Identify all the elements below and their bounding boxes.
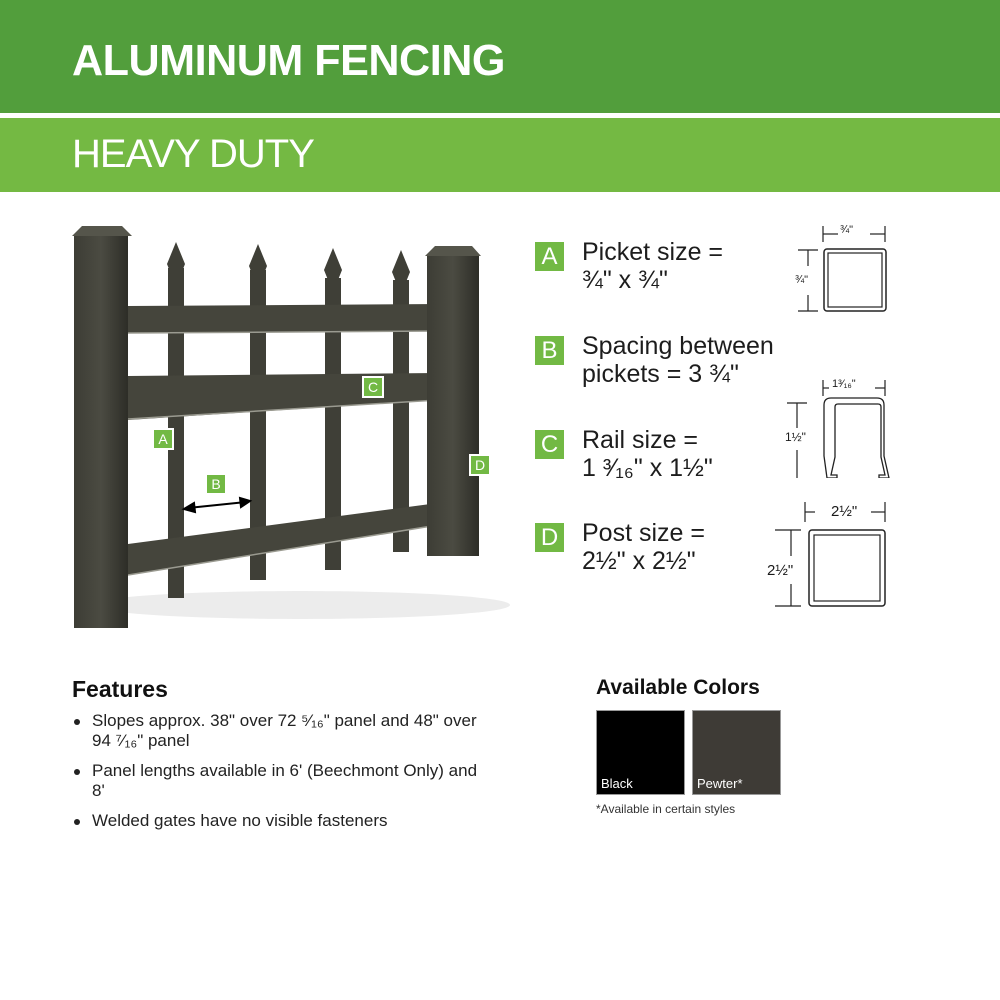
- color-swatch-black: Black: [596, 710, 685, 795]
- feature-item: Panel lengths available in 6' (Beechmont…: [72, 761, 492, 801]
- title-band: ALUMINUM FENCING: [0, 0, 1000, 113]
- swatch-label: Black: [601, 776, 633, 791]
- spec-a-line1: Picket size =: [582, 238, 724, 266]
- availability-note: *Available in certain styles: [596, 802, 736, 816]
- spec-c-line1: Rail size =: [582, 426, 699, 454]
- label-badge-d: D: [469, 454, 491, 476]
- spec-badge-b: B: [535, 336, 564, 365]
- label-badge-c: C: [362, 376, 384, 398]
- post-cross-section-diagram: 2½" 2½": [767, 500, 895, 610]
- square-tube-icon: [775, 502, 886, 607]
- features-list: Slopes approx. 38" over 72 ⁵⁄₁₆" panel a…: [72, 711, 492, 831]
- picket-cross-section-diagram: ¾" ¾": [790, 222, 900, 322]
- fence-illustration: A B C D: [60, 220, 510, 640]
- picket-width-dim: ¾": [840, 224, 854, 236]
- post-width-dim: 2½": [831, 503, 858, 520]
- picket-height-dim: ¾": [795, 274, 809, 286]
- spec-c-line2: 1 ³⁄₁₆" x 1½": [582, 454, 713, 482]
- available-colors-heading: Available Colors: [596, 676, 760, 699]
- subtitle-band: HEAVY DUTY: [0, 118, 1000, 192]
- band-divider: [0, 113, 1000, 118]
- feature-item: Slopes approx. 38" over 72 ⁵⁄₁₆" panel a…: [72, 711, 492, 751]
- label-badge-a: A: [152, 428, 174, 450]
- rail-width-dim: 1³⁄₁₆": [832, 378, 856, 390]
- page-title: ALUMINUM FENCING: [72, 36, 505, 85]
- swatch-label: Pewter*: [697, 776, 743, 791]
- spec-b-line2: pickets = 3 ¾": [582, 360, 739, 388]
- spec-badge-d: D: [535, 523, 564, 552]
- features-section: Features Slopes approx. 38" over 72 ⁵⁄₁₆…: [72, 676, 492, 841]
- spec-d-line1: Post size =: [582, 519, 705, 547]
- page-subtitle: HEAVY DUTY: [72, 132, 315, 176]
- rail-height-dim: 1½": [785, 430, 806, 444]
- color-swatch-pewter: Pewter*: [692, 710, 781, 795]
- available-colors-section: Available Colors Black Pewter* *Availabl…: [596, 676, 816, 816]
- rail-cross-section-diagram: 1³⁄₁₆" 1½": [785, 378, 895, 481]
- post-height-dim: 2½": [767, 562, 794, 579]
- spec-a-line2: ¾" x ¾": [582, 266, 668, 294]
- features-heading: Features: [72, 676, 168, 702]
- spec-b-line1: Spacing between: [582, 332, 774, 360]
- fence-image: [72, 226, 510, 628]
- spec-badge-c: C: [535, 430, 564, 459]
- color-swatches: Black Pewter*: [596, 710, 816, 795]
- feature-item: Welded gates have no visible fasteners: [72, 811, 492, 831]
- label-badge-b: B: [205, 473, 227, 495]
- channel-icon: [787, 380, 890, 481]
- square-tube-icon: [798, 226, 887, 312]
- spec-d-line2: 2½" x 2½": [582, 547, 696, 575]
- spec-badge-a: A: [535, 242, 564, 271]
